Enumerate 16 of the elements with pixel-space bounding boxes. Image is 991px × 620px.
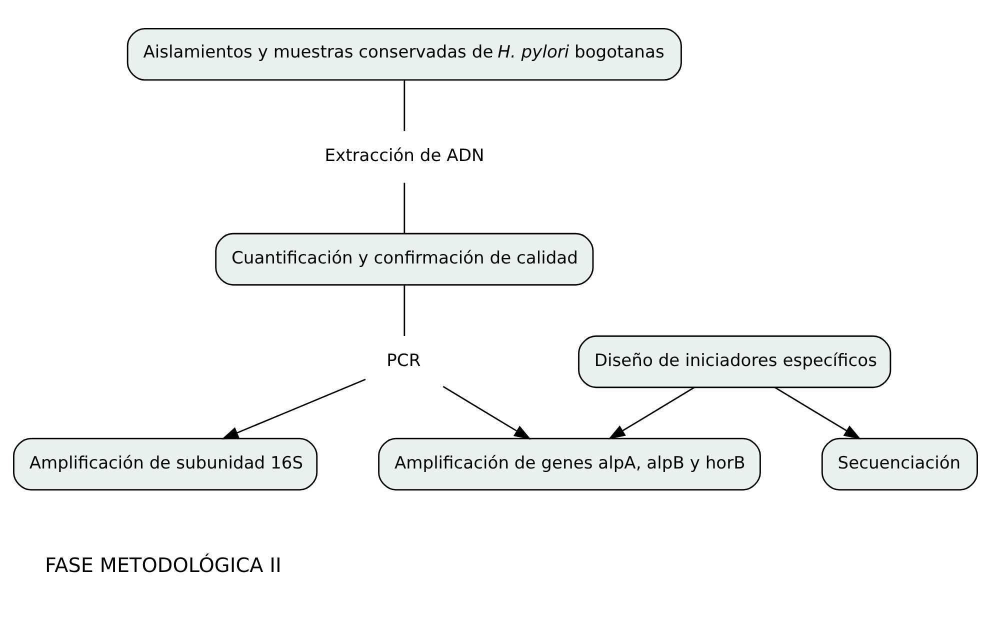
node-text: Extracción de ADN [324,146,484,166]
connector [404,284,406,336]
connector [404,80,406,131]
arrow [221,378,366,439]
label: FASE METODOLÓGICA II [45,553,282,576]
node-box: Diseño de iniciadores específicos [578,334,892,388]
node-text: PCR [386,350,421,371]
node-box: Amplificación de genes alpA, alpB y horB [378,437,761,490]
arrow [774,386,861,439]
arrow [608,386,695,439]
node-box: Cuantificación y confirmación de calidad [215,232,594,286]
arrow [442,385,532,440]
node-box: Amplificación de subunidad 16S [13,437,318,490]
connector [404,182,406,233]
node-box: Secuenciación [821,437,978,490]
node-box: Aislamientos y muestras conservadas de H. pylori bogotanas [126,27,682,80]
